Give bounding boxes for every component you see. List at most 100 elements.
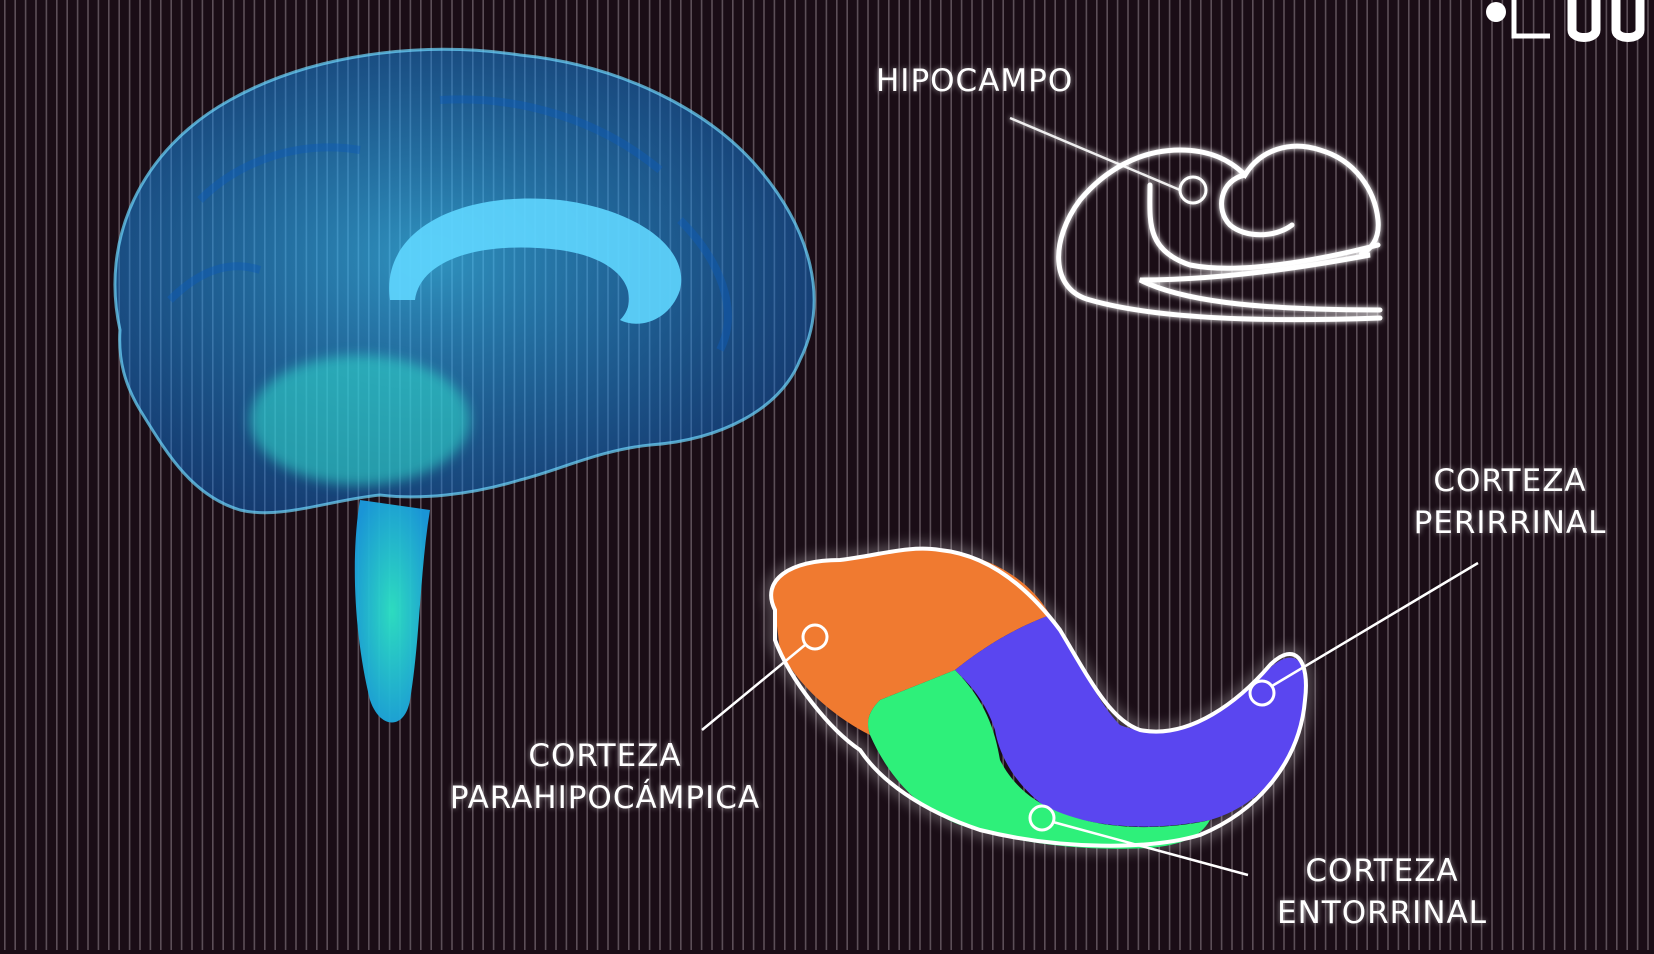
stripe: [856, 0, 859, 950]
stripe: [1356, 0, 1358, 950]
stripe: [1241, 0, 1244, 950]
stripe: [815, 0, 817, 950]
stripe: [669, 0, 672, 950]
stripe: [87, 0, 89, 950]
stripe: [1512, 0, 1514, 950]
stripe: [1439, 0, 1441, 950]
stripe: [992, 0, 994, 950]
stripe: [888, 0, 890, 950]
stripe: [544, 0, 547, 950]
stripe: [1168, 0, 1171, 950]
stripe: [1210, 0, 1212, 950]
stripe: [1137, 0, 1140, 950]
stripe: [1408, 0, 1410, 950]
stripe: [1595, 0, 1597, 950]
stripe: [950, 0, 952, 950]
stripe: [14, 0, 16, 950]
stripe: [1023, 0, 1025, 950]
brain-illustration: [113, 47, 816, 723]
stripe: [1366, 0, 1368, 950]
stripe: [763, 0, 765, 950]
stripe: [784, 0, 786, 950]
stripe: [160, 0, 162, 950]
stripe: [1460, 0, 1462, 950]
stripe: [1148, 0, 1150, 950]
stripe: [1418, 0, 1420, 950]
cortex-regions-diagram: [701, 541, 1479, 877]
stripe: [1574, 0, 1576, 950]
stripe: [1064, 0, 1067, 950]
stripe: [1647, 0, 1649, 950]
stripe: [825, 0, 828, 950]
stripe: [971, 0, 973, 950]
stripe: [773, 0, 776, 950]
stripe: [846, 0, 848, 950]
stripe: [648, 0, 651, 950]
stripe: [1293, 0, 1296, 950]
stripe: [1522, 0, 1524, 950]
stripe: [981, 0, 984, 950]
stripe: [1314, 0, 1316, 950]
stripe: [1085, 0, 1088, 950]
stripe: [35, 0, 37, 950]
stripe: [940, 0, 942, 950]
stripe: [1002, 0, 1004, 950]
stripe: [149, 0, 152, 950]
label-corteza-entorrinal: CORTEZA ENTORRINAL: [1276, 853, 1487, 931]
stripe: [118, 0, 120, 950]
stripe: [128, 0, 131, 950]
stripe: [1335, 0, 1337, 950]
stripe: [1158, 0, 1160, 950]
stripe: [1501, 0, 1504, 950]
stripe: [1480, 0, 1483, 950]
stripe: [1376, 0, 1379, 950]
stripe: [586, 0, 588, 950]
stripe: [607, 0, 609, 950]
stripe: [565, 0, 568, 950]
stripe: [700, 0, 703, 950]
stripe: [1553, 0, 1556, 950]
stripe: [659, 0, 661, 950]
stripe: [1584, 0, 1587, 950]
stripe: [180, 0, 183, 950]
stripe: [1397, 0, 1400, 950]
stripe: [56, 0, 58, 950]
stripe: [97, 0, 100, 950]
stripe: [1626, 0, 1628, 950]
stripe: [752, 0, 755, 950]
stripe: [1033, 0, 1036, 950]
stripe: [1200, 0, 1202, 950]
stripe: [1116, 0, 1119, 950]
stripe: [929, 0, 932, 950]
hippocampus-outline: [1009, 116, 1383, 323]
stripe: [555, 0, 557, 950]
stripe: [836, 0, 838, 950]
label-hipocampo: HIPOCAMPO: [876, 63, 1074, 99]
stripe: [1616, 0, 1618, 950]
stripe: [1605, 0, 1608, 950]
stripe: [1428, 0, 1431, 950]
stripe: [1283, 0, 1285, 950]
stripe: [1449, 0, 1452, 950]
stripe: [1231, 0, 1233, 950]
stripe: [1636, 0, 1639, 950]
stripe: [1220, 0, 1223, 950]
stripe: [1096, 0, 1098, 950]
stripe: [4, 0, 6, 950]
stripe: [24, 0, 27, 950]
stripe: [1324, 0, 1327, 950]
stripe: [711, 0, 713, 950]
stripe: [576, 0, 578, 950]
stripe: [960, 0, 963, 950]
stripe: [76, 0, 79, 950]
stripe: [1532, 0, 1535, 950]
stripe: [1075, 0, 1077, 950]
stripe: [66, 0, 68, 950]
stripe: [690, 0, 692, 950]
stripe: [794, 0, 796, 950]
stripe: [1012, 0, 1015, 950]
stripe: [596, 0, 599, 950]
stripe: [1106, 0, 1108, 950]
